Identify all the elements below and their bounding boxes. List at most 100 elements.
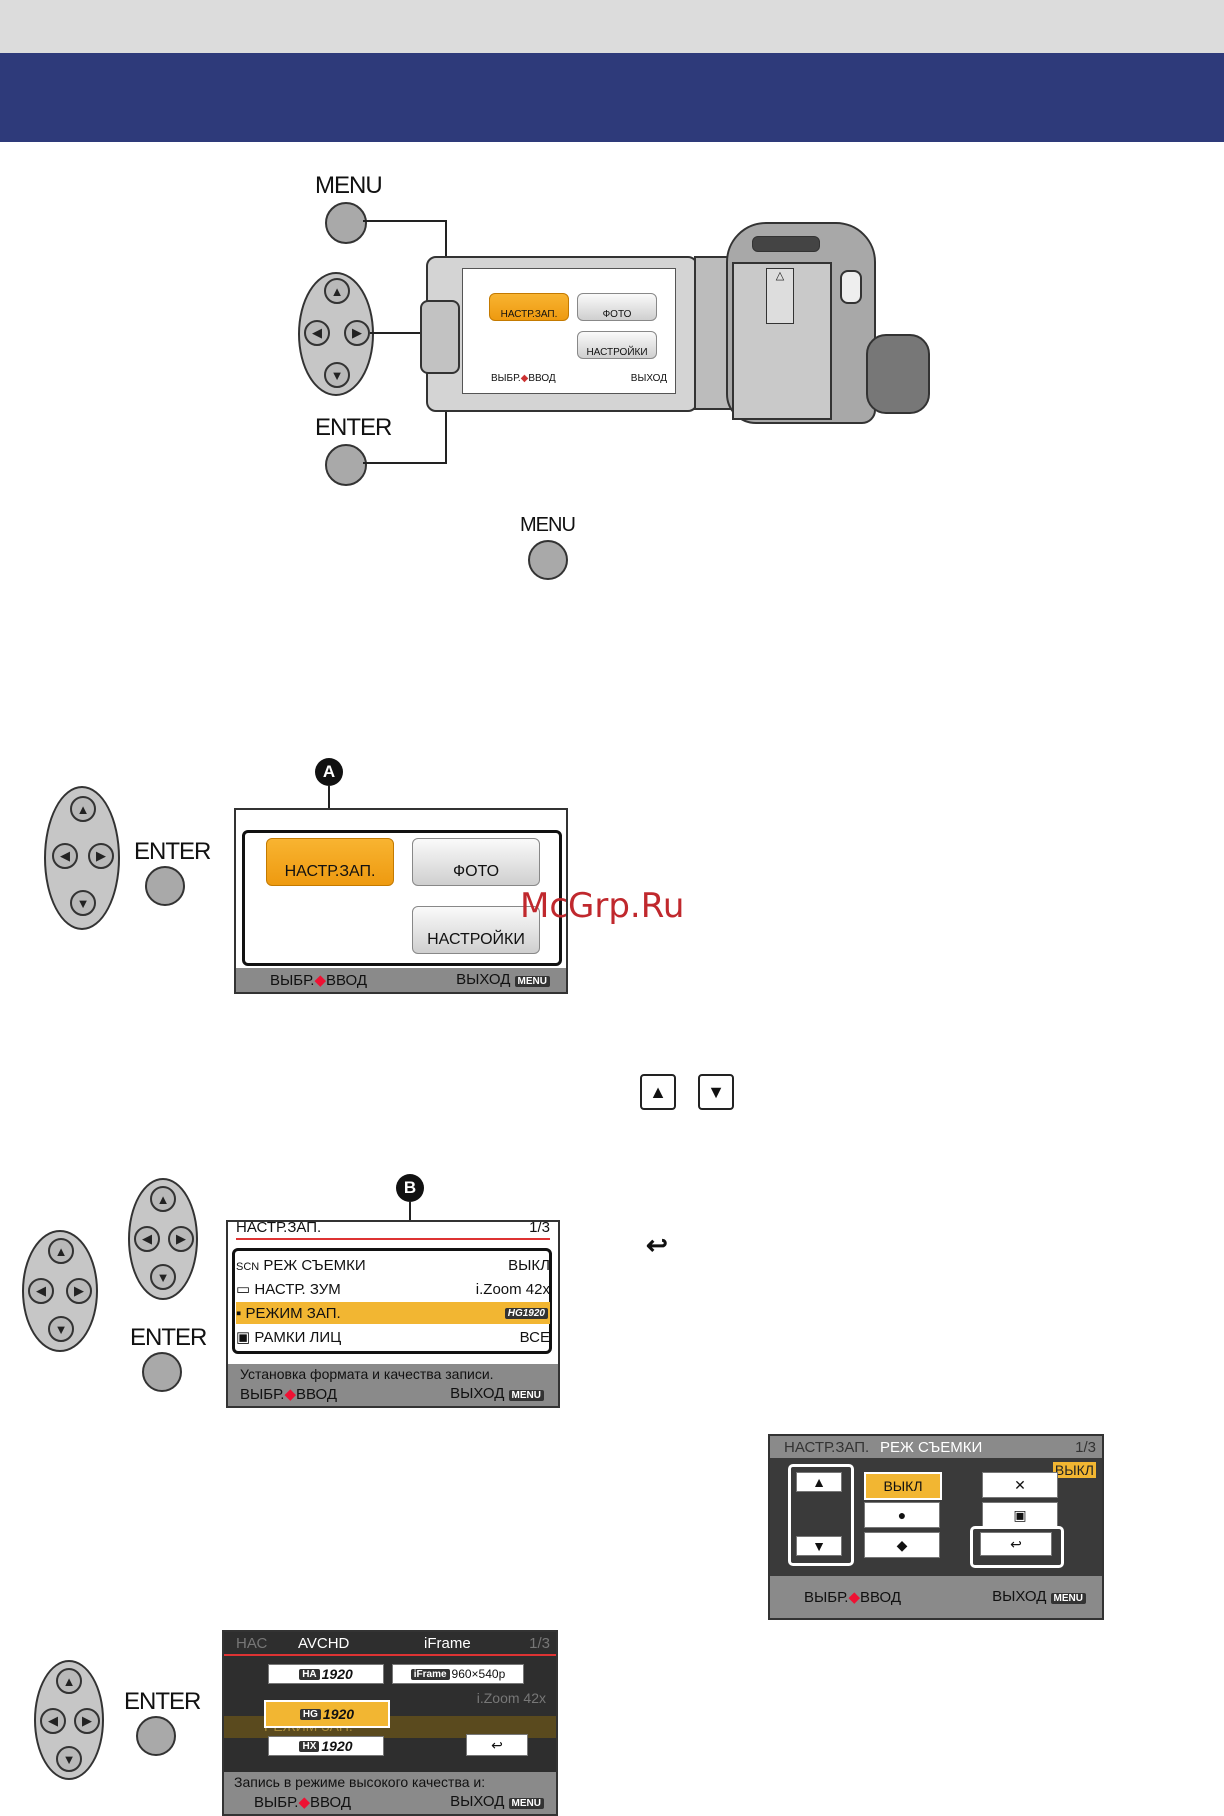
- header-band: [0, 53, 1224, 142]
- camera-tab-photo: ФОТО: [577, 293, 657, 321]
- left-arrow-icon[interactable]: ◀: [52, 843, 78, 869]
- footer-select-c: ВЫБР.◆ВВОД: [804, 1589, 902, 1606]
- camera-tab-rec: НАСТР.ЗАП.: [489, 293, 569, 321]
- camera-footer-select: ВЫБР.◆ВВОД: [491, 373, 556, 384]
- menu-label-2: MENU: [520, 514, 576, 536]
- direction-pad-b[interactable]: ▲ ▼ ◀ ▶: [22, 1230, 98, 1352]
- connector-line: [370, 332, 420, 334]
- camera-footer-exit: ВЫХОД: [630, 373, 667, 384]
- up-arrow-icon[interactable]: ▲: [70, 796, 96, 822]
- down-arrow-icon[interactable]: ▼: [324, 362, 350, 388]
- hand-strap: [866, 334, 930, 414]
- row-rec-mode[interactable]: ▪ РЕЖИМ ЗАП.HG1920: [236, 1302, 550, 1324]
- down-button-icon: ▼: [698, 1074, 734, 1110]
- up-button-icon: ▲: [640, 1074, 676, 1110]
- left-arrow-icon[interactable]: ◀: [28, 1278, 54, 1304]
- enter-label-d: ENTER: [124, 1688, 201, 1715]
- help-text-b: Установка формата и качества записи.: [240, 1366, 494, 1382]
- left-arrow-icon[interactable]: ◀: [134, 1226, 160, 1252]
- scroll-up-button[interactable]: ▲: [796, 1472, 842, 1492]
- direction-pad-b-top[interactable]: ▲ ▼ ◀ ▶: [128, 1178, 198, 1300]
- right-arrow-icon[interactable]: ▶: [74, 1708, 100, 1734]
- return-button-c[interactable]: ↩: [980, 1532, 1052, 1556]
- left-arrow-icon[interactable]: ◀: [40, 1708, 66, 1734]
- spotlight-option[interactable]: ◆: [864, 1532, 940, 1558]
- camera-menu-screen: НАСТР.ЗАП. ФОТО НАСТРОЙКИ ВЫБР.◆ВВОД ВЫХ…: [462, 268, 676, 394]
- header-row-b: НАСТР.ЗАП.1/3: [236, 1222, 550, 1240]
- right-arrow-icon[interactable]: ▶: [344, 320, 370, 346]
- footer-exit-c: ВЫХОД MENU: [992, 1588, 1088, 1605]
- down-arrow-icon[interactable]: ▼: [56, 1746, 82, 1772]
- tab-setup-a: НАСТРОЙКИ: [412, 906, 540, 954]
- side-controls: [420, 300, 460, 374]
- footer-c: ВЫБР.◆ВВОД ВЫХОД MENU: [770, 1576, 1102, 1618]
- direction-pad[interactable]: ▲ ▼ ◀ ▶: [298, 272, 374, 396]
- up-arrow-icon[interactable]: ▲: [48, 1238, 74, 1264]
- camera-body-panel: [732, 262, 832, 420]
- direction-pad-d[interactable]: ▲ ▼ ◀ ▶: [34, 1660, 104, 1780]
- menu-button-2[interactable]: [528, 540, 568, 580]
- connector-line: [363, 220, 447, 222]
- tab-rec-a: НАСТР.ЗАП.: [266, 838, 394, 886]
- return-frame-c: [970, 1526, 1064, 1568]
- connector-line: [445, 220, 447, 262]
- portrait-option[interactable]: ●: [864, 1502, 940, 1528]
- down-arrow-icon[interactable]: ▼: [48, 1316, 74, 1342]
- header-c: НАСТР.ЗАП. РЕЖ СЪЕМКИ 1/3: [770, 1436, 1102, 1458]
- camera-switch: [840, 270, 862, 304]
- down-arrow-icon[interactable]: ▼: [150, 1264, 176, 1290]
- footer-a: ВЫБР.◆ВВОД ВЫХОД MENU: [236, 968, 566, 992]
- enter-label-b: ENTER: [130, 1324, 207, 1351]
- enter-button-a[interactable]: [145, 866, 185, 906]
- option-off[interactable]: ВЫКЛ: [864, 1472, 942, 1500]
- up-arrow-icon[interactable]: ▲: [324, 278, 350, 304]
- triangle-mark-icon: △: [766, 268, 794, 324]
- left-arrow-icon[interactable]: ◀: [304, 320, 330, 346]
- footer-exit-b: ВЫХОД MENU: [450, 1385, 546, 1402]
- right-arrow-icon[interactable]: ▶: [66, 1278, 92, 1304]
- menu-button[interactable]: [325, 202, 367, 244]
- highlight-frame-a: [242, 830, 562, 966]
- right-arrow-icon[interactable]: ▶: [168, 1226, 194, 1252]
- callout-a: A: [315, 758, 343, 786]
- return-icon: ↩: [646, 1230, 668, 1260]
- footer-select-a: ВЫБР.◆ВВОД: [270, 972, 368, 989]
- footer-exit-d: ВЫХОД MENU: [450, 1793, 546, 1810]
- scenery-option[interactable]: ▣: [982, 1502, 1058, 1528]
- menu-label: MENU: [315, 172, 383, 199]
- camera-grille: [752, 236, 820, 252]
- callout-b: B: [396, 1174, 424, 1202]
- enter-label-a: ENTER: [134, 838, 211, 865]
- highlight-frame-b: [232, 1248, 552, 1354]
- footer-exit-a: ВЫХОД MENU: [456, 971, 552, 988]
- enter-button-b[interactable]: [142, 1352, 182, 1392]
- footer-d: Запись в режиме высокого качества и: ВЫБ…: [224, 1772, 556, 1814]
- header-d: НАС AVCHD iFrame 1/3: [224, 1632, 556, 1656]
- tab-photo-a: ФОТО: [412, 838, 540, 886]
- scroll-down-button[interactable]: ▼: [796, 1536, 842, 1556]
- return-button-d[interactable]: ↩: [466, 1734, 528, 1756]
- bg-value-c: ВЫКЛ: [1052, 1462, 1096, 1478]
- connector-line: [445, 388, 447, 464]
- enter-button-d[interactable]: [136, 1716, 176, 1756]
- help-text-d: Запись в режиме высокого качества и:: [234, 1774, 486, 1790]
- down-arrow-icon[interactable]: ▼: [70, 890, 96, 916]
- sport-option[interactable]: ✕: [982, 1472, 1058, 1498]
- up-arrow-icon[interactable]: ▲: [150, 1186, 176, 1212]
- direction-pad-a[interactable]: ▲ ▼ ◀ ▶: [44, 786, 120, 930]
- bg-zoom-d: i.Zoom 42x: [476, 1690, 546, 1706]
- watermark: McGrp.Ru: [520, 886, 685, 926]
- menu-screen-a: НАСТР.ЗАП. ФОТО НАСТРОЙКИ ВЫБР.◆ВВОД ВЫХ…: [234, 808, 568, 994]
- arrow-frame-c: [788, 1464, 854, 1566]
- right-arrow-icon[interactable]: ▶: [88, 843, 114, 869]
- up-arrow-icon[interactable]: ▲: [56, 1668, 82, 1694]
- enter-button[interactable]: [325, 444, 367, 486]
- footer-b: Установка формата и качества записи. ВЫБ…: [228, 1364, 558, 1406]
